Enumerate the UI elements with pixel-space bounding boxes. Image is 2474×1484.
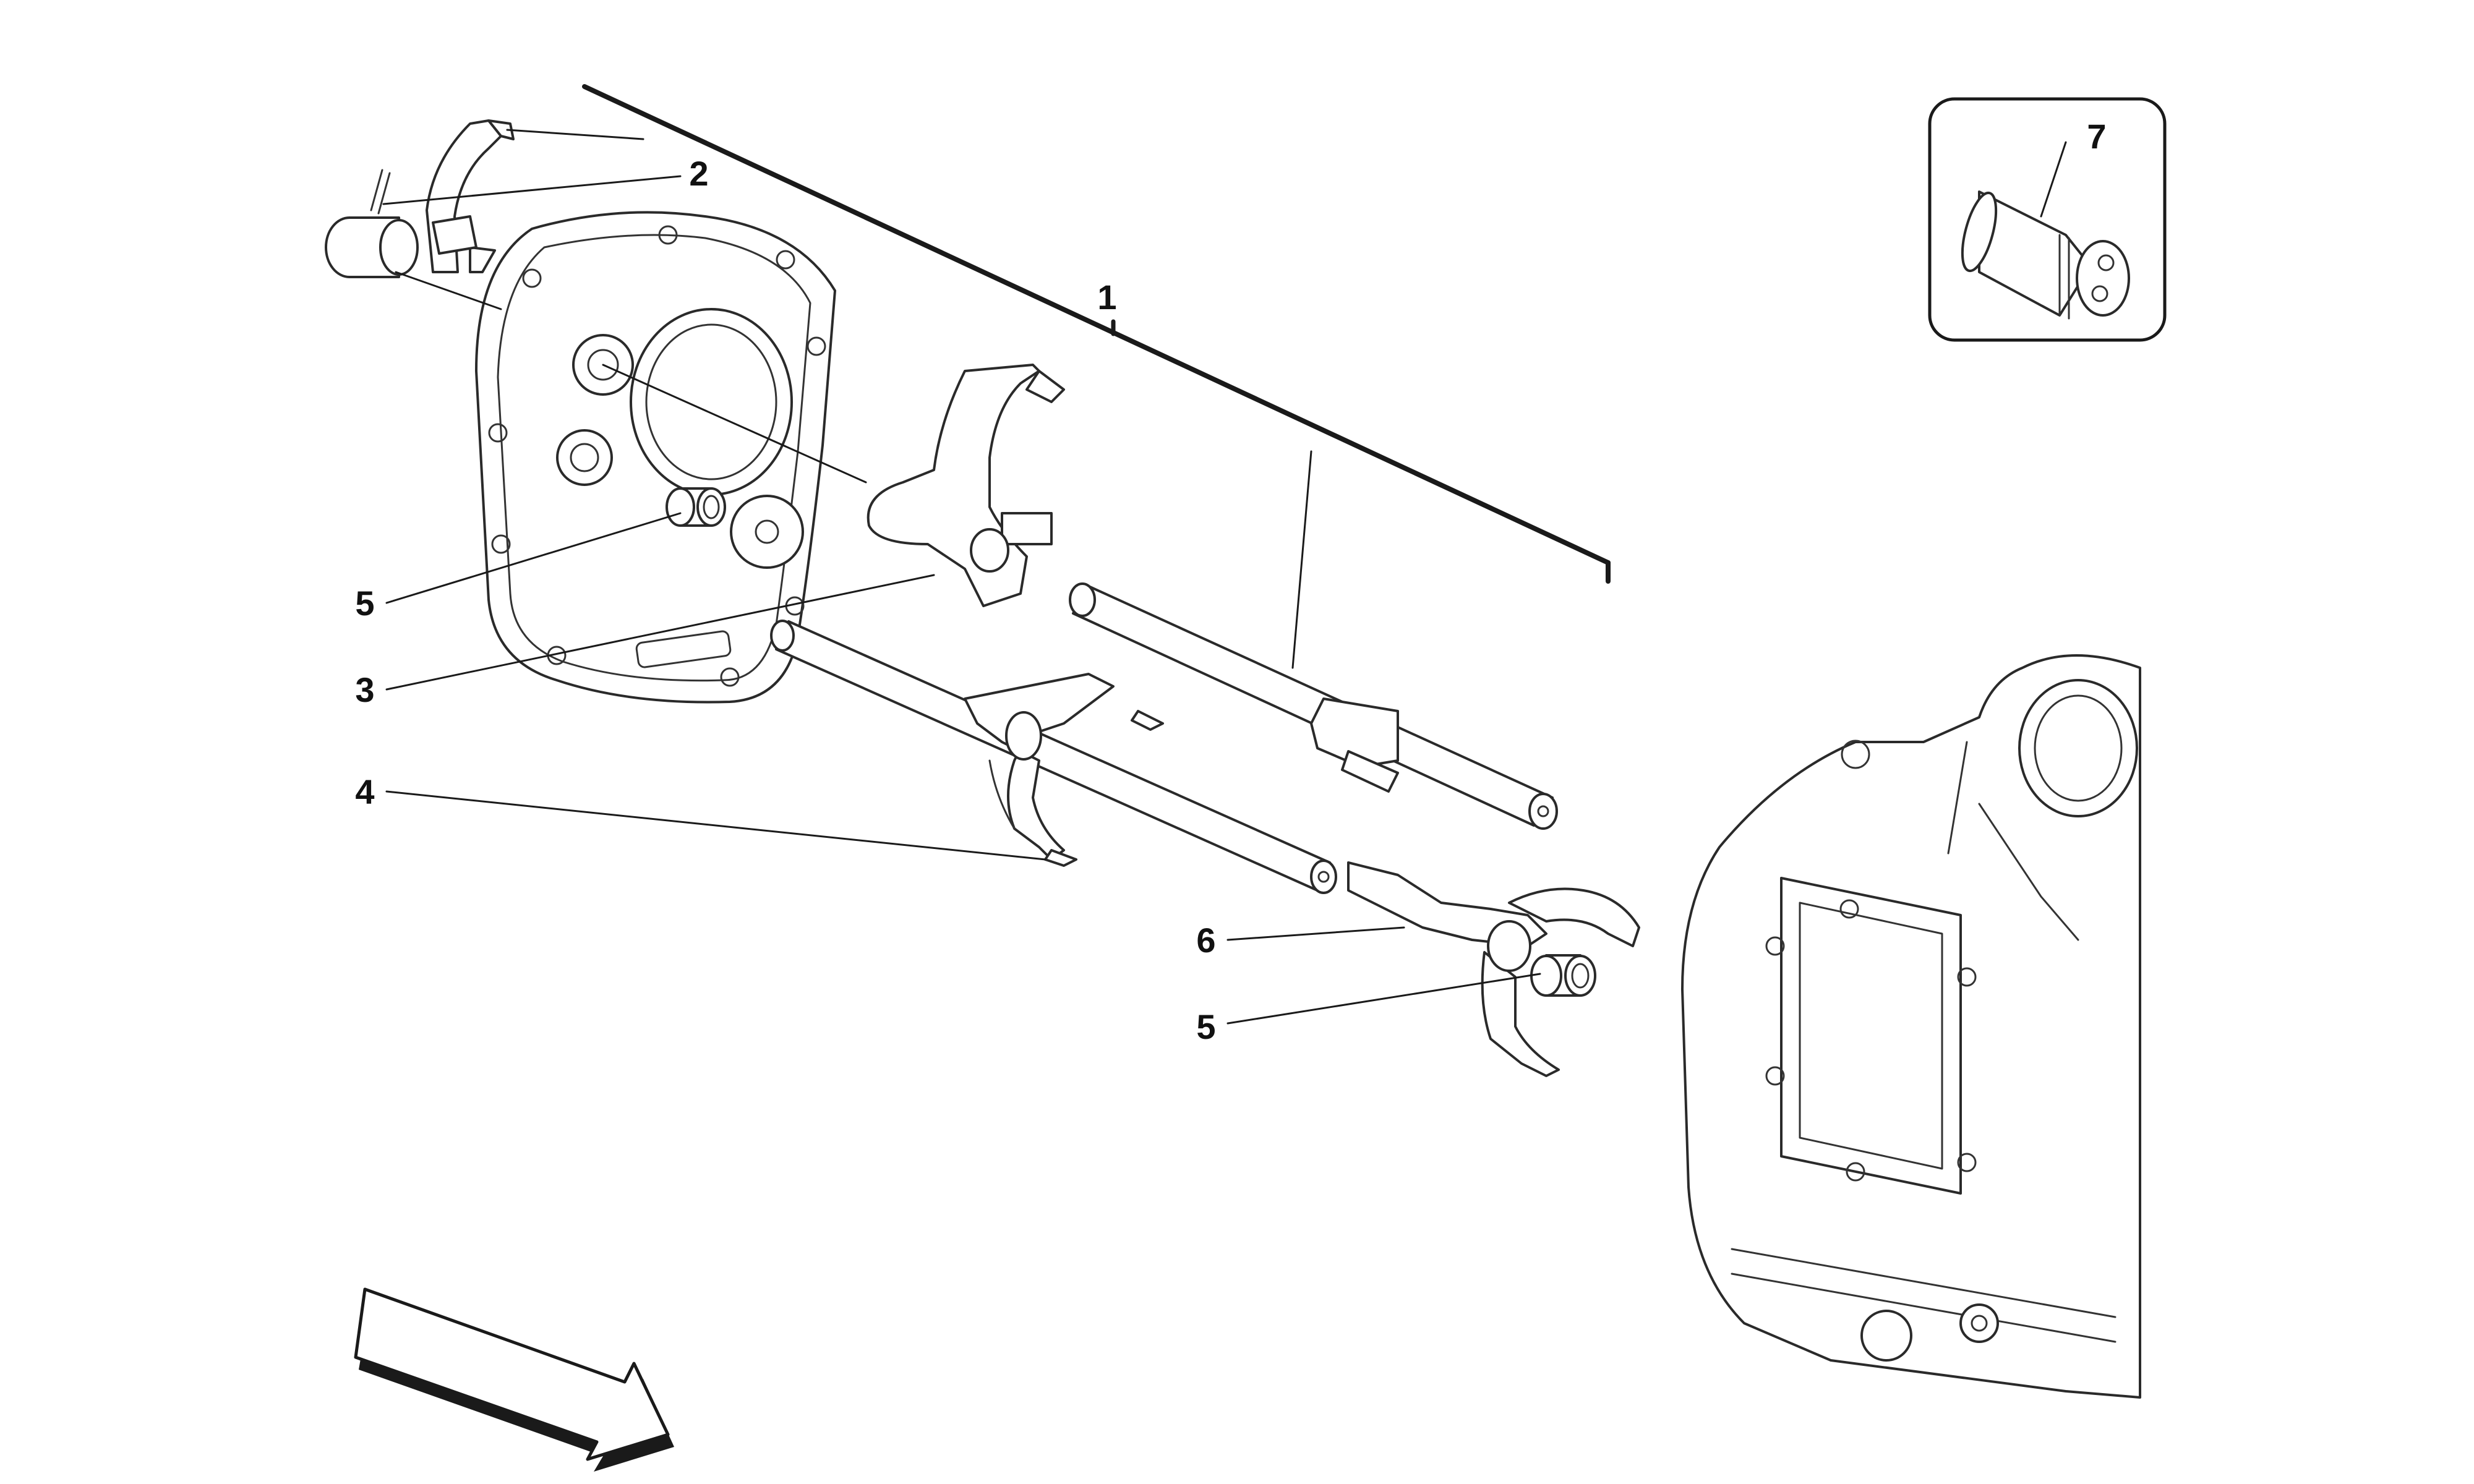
callout-1: 1 <box>1097 278 1116 317</box>
bush-lower <box>1530 954 1596 997</box>
selector-fork-rear <box>325 119 515 278</box>
selector-fork-front <box>1347 861 1640 1077</box>
callout-6: 6 <box>1196 921 1215 960</box>
callout-3: 3 <box>355 670 374 709</box>
callout-5-upper: 5 <box>355 584 374 623</box>
callout-5-lower: 5 <box>1196 1007 1215 1046</box>
bush-upper <box>666 487 726 527</box>
selector-fork-upper <box>867 364 1065 607</box>
direction-arrow <box>354 1287 674 1472</box>
gearbox-housing <box>1681 654 2141 1399</box>
callout-labels: 1 2 3 4 5 5 6 7 <box>355 117 2106 1046</box>
pin-detail-inset <box>1928 97 2167 342</box>
pin-detail <box>1961 190 2130 320</box>
callout-7: 7 <box>2087 117 2106 156</box>
callout-2: 2 <box>689 154 708 193</box>
selector-fork-middle <box>964 673 1164 867</box>
group-1-bracket <box>582 84 1611 584</box>
callout-4: 4 <box>355 772 374 811</box>
leader-lines <box>382 129 2067 1025</box>
selector-rod-upper <box>1069 582 1558 830</box>
selector-rod-lower <box>770 620 1337 894</box>
